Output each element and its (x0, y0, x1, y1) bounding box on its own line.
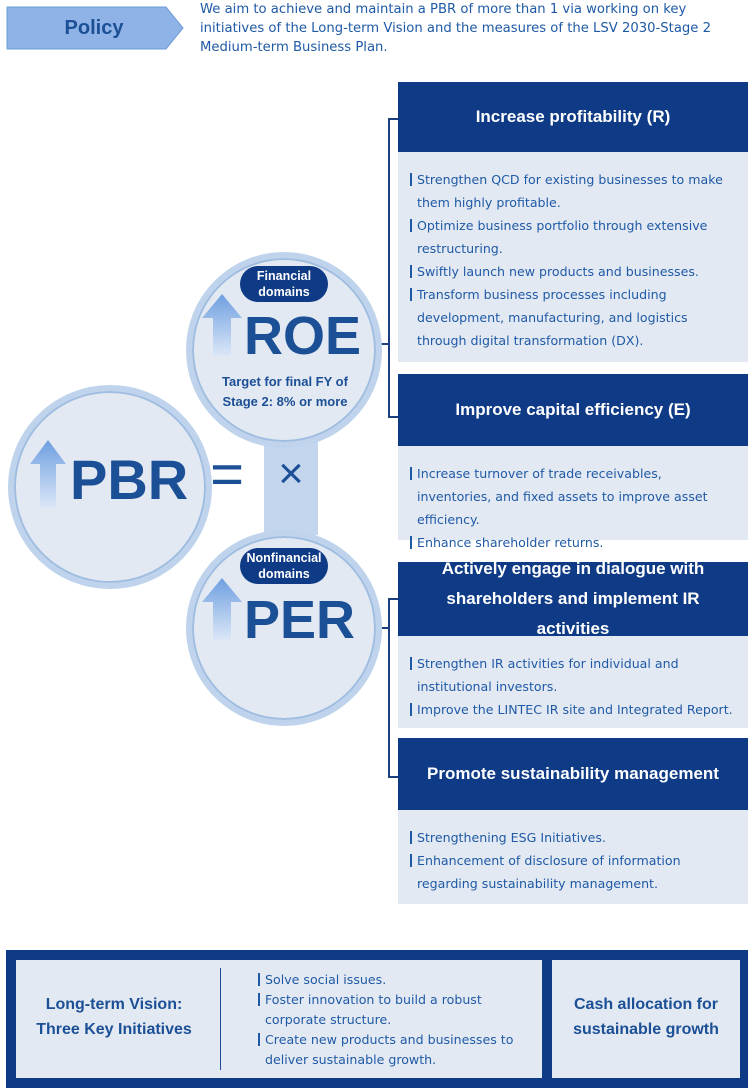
pbr-up-arrow-icon (30, 440, 66, 508)
roe-target: Target for final FY of Stage 2: 8% or mo… (222, 374, 348, 409)
policy-text: We aim to achieve and maintain a PBR of … (200, 2, 711, 55)
policy-tag: Policy (6, 6, 184, 50)
long-term-vision-box (16, 960, 542, 1078)
per-label: PER (244, 590, 356, 650)
section-profitability-header: Increase profitability (R) (398, 82, 748, 152)
long-term-vision-title: Long-term Vision: Three Key Initiatives (36, 996, 192, 1038)
financial-domains-badge: Financial domains (240, 266, 328, 302)
vision-divider (220, 968, 221, 1070)
per-up-arrow-icon (202, 578, 242, 640)
roe-connector (376, 343, 390, 345)
vision-bullet-list: Solve social issues. Foster innovation t… (258, 970, 528, 1070)
roe-bracket-line (388, 118, 390, 418)
roe-bracket-bottom (388, 416, 398, 418)
pbr-label: PBR (70, 448, 189, 511)
list-item: Enhancement of disclosure of information… (410, 849, 738, 895)
section-capital-efficiency-header: Improve capital efficiency (E) (398, 374, 748, 446)
list-item: Increase turnover of trade receivables, … (410, 462, 738, 531)
per-bracket-line (388, 598, 390, 778)
cash-allocation-box (552, 960, 740, 1078)
policy-arrow-shape (6, 6, 184, 50)
section-capital-efficiency-body: Increase turnover of trade receivables, … (398, 446, 748, 550)
list-item: Strengthen IR activities for individual … (410, 652, 738, 698)
per-connector (376, 627, 390, 629)
list-item: Strengthening ESG Initiatives. (410, 826, 738, 849)
cash-allocation-title: Cash allocation for sustainable growth (573, 996, 719, 1038)
section-ir-header: Actively engage in dialogue with shareho… (398, 559, 748, 638)
roe-up-arrow-icon (202, 294, 242, 356)
multiply-sign: × (278, 449, 304, 498)
section-ir-body: Strengthen IR activities for individual … (398, 636, 748, 728)
per-bracket-bottom (388, 776, 398, 778)
policy-label: Policy (64, 16, 124, 39)
section-profitability-body: Strengthen QCD for existing businesses t… (398, 152, 748, 362)
list-item: Transform business processes including d… (410, 283, 738, 352)
roe-label: ROE (244, 306, 362, 366)
nonfinancial-domains-badge: Nonfinancial domains (240, 548, 328, 584)
list-item: Create new products and businesses to de… (258, 1030, 528, 1070)
list-item: Foster innovation to build a robust corp… (258, 990, 528, 1030)
per-bracket-top (388, 598, 398, 600)
section-sustainability-body: Strengthening ESG Initiatives. Enhanceme… (398, 810, 748, 904)
section-sustainability-header: Promote sustainability management (398, 738, 748, 810)
list-item: Optimize business portfolio through exte… (410, 214, 738, 260)
list-item: Solve social issues. (258, 970, 528, 990)
list-item: Strengthen QCD for existing businesses t… (410, 168, 738, 214)
list-item: Enhance shareholder returns. (410, 531, 738, 554)
equals-sign: = (210, 442, 244, 507)
list-item: Improve the LINTEC IR site and Integrate… (410, 698, 738, 721)
roe-bracket-top (388, 118, 398, 120)
list-item: Swiftly launch new products and business… (410, 260, 738, 283)
